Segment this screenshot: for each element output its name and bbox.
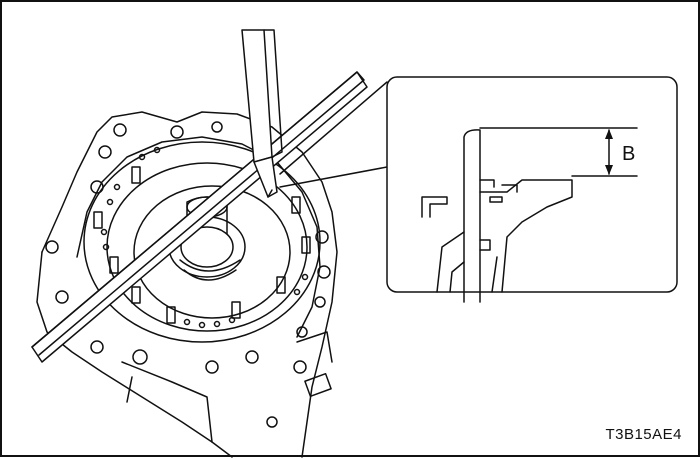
- inner-bore: [133, 185, 291, 319]
- case-outline: [41, 111, 338, 458]
- case-inner-rim: [76, 136, 321, 338]
- depth-gauge: [241, 29, 283, 198]
- callout-leader-bottom: [279, 166, 388, 188]
- straight-edge: [31, 71, 368, 363]
- callout-leader-top: [279, 81, 388, 175]
- middle-bore: [106, 162, 308, 332]
- case-lower-edge: [36, 251, 233, 458]
- dimension-label: B: [622, 143, 635, 165]
- hub-inner: [180, 226, 234, 268]
- figure-code: T3B15AE4: [605, 426, 682, 443]
- detail-box: [386, 76, 678, 293]
